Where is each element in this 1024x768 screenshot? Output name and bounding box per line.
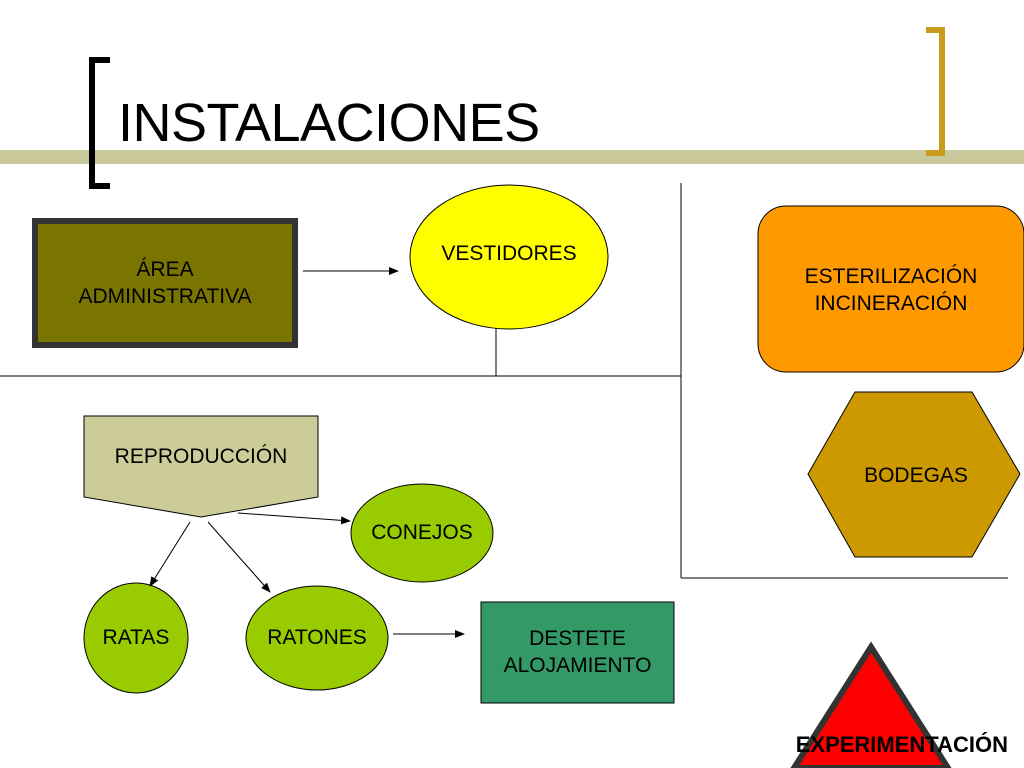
title-bar (0, 150, 1024, 164)
experimentacion-triangle (790, 641, 952, 768)
esterilizacion-label: ESTERILIZACIÓN INCINERACIÓN (804, 264, 978, 315)
left-bracket (89, 57, 110, 189)
arrow-reproduccion-to-conejos (237, 512, 351, 525)
vestidores-ellipse (409, 184, 609, 330)
ratones-ellipse (245, 585, 389, 691)
ratas-ellipse (83, 582, 189, 694)
reproduccion-pentagon (83, 415, 319, 518)
arrow-reproduccion-to-ratas (149, 521, 191, 587)
vestidores-label: VESTIDORES (441, 242, 577, 266)
bodegas-label: BODEGAS (864, 464, 968, 488)
ratas-label: RATAS (102, 626, 170, 650)
right-bracket (926, 27, 945, 156)
conejos-ellipse (350, 483, 494, 583)
area-administrativa-box (32, 218, 298, 348)
ratones-label: RATONES (267, 626, 367, 650)
conejos-label: CONEJOS (371, 521, 473, 545)
arrow-reproduccion-to-ratones (207, 521, 271, 593)
destete-label: DESTETE ALOJAMIENTO (503, 626, 652, 677)
slide-title: INSTALACIONES (118, 93, 540, 153)
esterilizacion-box (757, 205, 1024, 373)
experimentacion-label: EXPERIMENTACIÓN (795, 731, 1008, 757)
destete-box (480, 601, 675, 704)
reproduccion-label: REPRODUCCIÓN (114, 445, 288, 469)
bodegas-hexagon (807, 391, 1021, 558)
area-administrativa-label: ÁREA ADMINISTRATIVA (78, 257, 252, 308)
